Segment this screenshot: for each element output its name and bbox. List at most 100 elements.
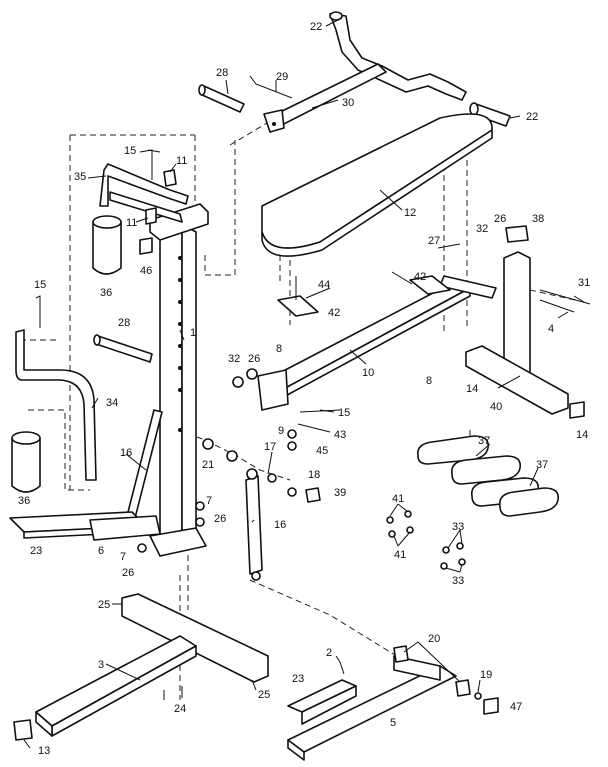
screws-part-41 — [386, 510, 414, 538]
callout-3: 3 — [98, 659, 104, 671]
callout-15-mid: 15 — [338, 407, 350, 419]
leg-extension-part-5 — [287, 655, 457, 761]
callout-7-bottom: 7 — [120, 551, 126, 563]
callout-14-right: 14 — [466, 383, 478, 395]
knob-part-11 — [145, 169, 177, 225]
sleeve-part-28-mid — [93, 334, 153, 363]
callout-42-left: 42 — [328, 307, 340, 319]
callout-20: 20 — [428, 633, 440, 645]
cap-part-38 — [505, 225, 529, 243]
handlebar-part-22 — [329, 11, 511, 127]
rear-support-part-40 — [465, 251, 569, 415]
press-arm-part-35 — [99, 163, 189, 223]
callout-4: 4 — [548, 323, 554, 335]
callout-23-bottom: 23 — [292, 673, 304, 685]
roller-part-47 — [474, 692, 499, 715]
callout-13: 13 — [38, 745, 50, 757]
callout-16-right: 16 — [274, 519, 286, 531]
callout-33-bottom: 33 — [452, 575, 464, 587]
callout-12: 12 — [404, 207, 416, 219]
callout-8-right: 8 — [426, 375, 432, 387]
callout-16-left: 16 — [120, 447, 132, 459]
callout-34: 34 — [106, 397, 118, 409]
callout-44: 44 — [318, 279, 330, 291]
callout-labels: 22 22 28 29 30 15 11 35 11 46 36 12 26 3… — [18, 21, 590, 757]
callout-11-top: 11 — [176, 155, 187, 167]
callout-11-mid: 11 — [126, 217, 137, 229]
cylinder-part-16-right — [245, 468, 263, 581]
bracket-part-42 — [277, 275, 451, 317]
callout-22-right: 22 — [526, 111, 538, 123]
crossbar-part-30 — [263, 63, 387, 133]
callout-1: 1 — [190, 327, 196, 339]
base-part-3 — [35, 593, 269, 737]
callout-15-top: 15 — [124, 145, 136, 157]
callout-33-top: 33 — [452, 521, 464, 533]
callout-37-right: 37 — [536, 459, 548, 471]
pin-part-15-top — [139, 149, 153, 180]
callout-38: 38 — [532, 213, 544, 225]
cap-part-13 — [13, 719, 33, 741]
callout-32-mid: 32 — [228, 353, 240, 365]
callout-26-bottom: 26 — [122, 567, 134, 579]
leg-lever-part-34 — [15, 329, 97, 481]
callout-26-mid: 26 — [248, 353, 260, 365]
screws-part-33 — [440, 542, 466, 570]
callout-47: 47 — [510, 701, 522, 713]
callout-18: 18 — [308, 469, 320, 481]
callout-2: 2 — [326, 647, 332, 659]
callout-39: 39 — [334, 487, 346, 499]
grips-part-37 — [416, 435, 560, 517]
seat-rail-part-10 — [257, 275, 497, 411]
callout-22-top: 22 — [310, 21, 322, 33]
bolt-part-31-and-4 — [539, 289, 591, 313]
callout-36-top: 36 — [100, 287, 112, 299]
hardware-center — [137, 368, 341, 553]
callout-21: 21 — [202, 459, 214, 471]
callout-26-lower: 26 — [214, 513, 226, 525]
callout-27: 27 — [428, 235, 440, 247]
callout-24: 24 — [174, 703, 186, 715]
callout-7-top: 7 — [206, 495, 212, 507]
callout-25-bottom: 25 — [258, 689, 270, 701]
sleeve-part-28-top — [198, 84, 245, 113]
callout-8-left: 8 — [276, 343, 282, 355]
callout-45: 45 — [316, 445, 328, 457]
callout-23-left: 23 — [30, 545, 42, 557]
callout-41-bottom: 41 — [394, 549, 406, 561]
pin-part-29 — [249, 75, 293, 99]
cylinder-part-16-left — [125, 409, 163, 523]
callout-25-top: 25 — [98, 599, 110, 611]
callout-15-left: 15 — [34, 279, 46, 291]
leader-lines — [23, 19, 585, 749]
callout-26-topright: 26 — [494, 213, 506, 225]
callout-43: 43 — [334, 429, 346, 441]
callout-14-far: 14 — [576, 429, 588, 441]
callout-32-topright: 32 — [476, 223, 488, 235]
callout-29: 29 — [276, 71, 288, 83]
caps-part-20 — [393, 645, 471, 697]
cap-part-14 — [569, 401, 585, 419]
pin-part-2 — [339, 661, 345, 675]
callout-28-mid: 28 — [118, 317, 130, 329]
callout-28-top: 28 — [216, 67, 228, 79]
callout-5: 5 — [390, 717, 396, 729]
foot-pedal-part-23 — [9, 511, 161, 541]
callout-31: 31 — [578, 277, 590, 289]
callout-36-bottom: 36 — [18, 495, 30, 507]
foot-pedal-part-23-bottom — [287, 679, 357, 725]
callout-40: 40 — [490, 401, 502, 413]
cap-part-46 — [139, 237, 153, 255]
callout-42-right: 42 — [414, 271, 426, 283]
upright-part-1 — [149, 203, 209, 557]
callout-19: 19 — [480, 669, 492, 681]
callout-46: 46 — [140, 265, 152, 277]
weight-sleeve-part-36-top — [92, 215, 122, 275]
callout-41-top: 41 — [392, 493, 404, 505]
bolts-part-24 — [163, 686, 183, 700]
callout-37-top: 37 — [478, 435, 490, 447]
callout-17: 17 — [264, 441, 276, 453]
weight-sleeve-part-36-bottom — [11, 431, 41, 493]
